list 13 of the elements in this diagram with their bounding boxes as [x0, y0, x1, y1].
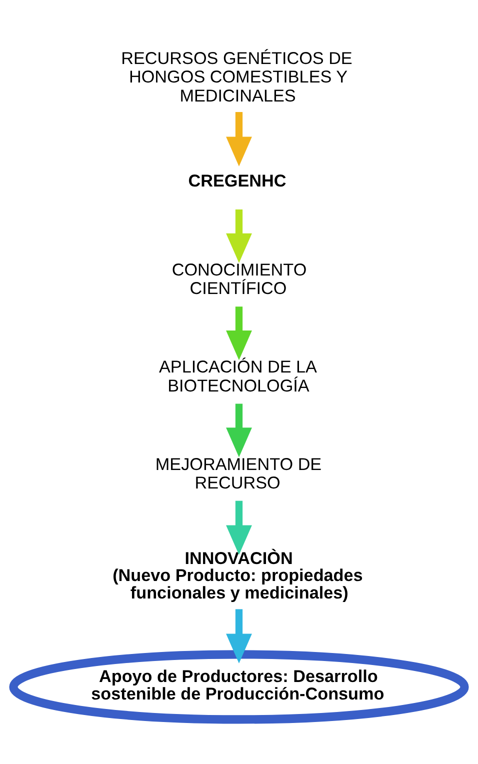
arrow [226, 500, 252, 555]
node-text: MEJORAMIENTO DE RECURSO [155, 454, 322, 492]
arrow [226, 112, 252, 166]
arrow [226, 306, 252, 360]
node-text: INNOVACIÒN (Nuevo Producto: propiedades funcionales y medicinales) [112, 548, 363, 602]
node-text: CREGENHC [188, 170, 286, 190]
arrow [226, 404, 252, 458]
node-text: APLICACIÓN DE LA BIOTECNOLOGÍA [159, 356, 317, 396]
node-text: RECURSOS GENÉTICOS DE HONGOS COMESTIBLES Y MEDICINALES [121, 48, 352, 106]
arrow [226, 609, 252, 664]
node-text: CONOCIMIENTO CIENTÍFICO [172, 260, 307, 298]
arrow [226, 209, 252, 263]
node-ellipse: Apoyo de Productores: Desarrollo sostenible de Producción-Consumo [9, 650, 469, 724]
